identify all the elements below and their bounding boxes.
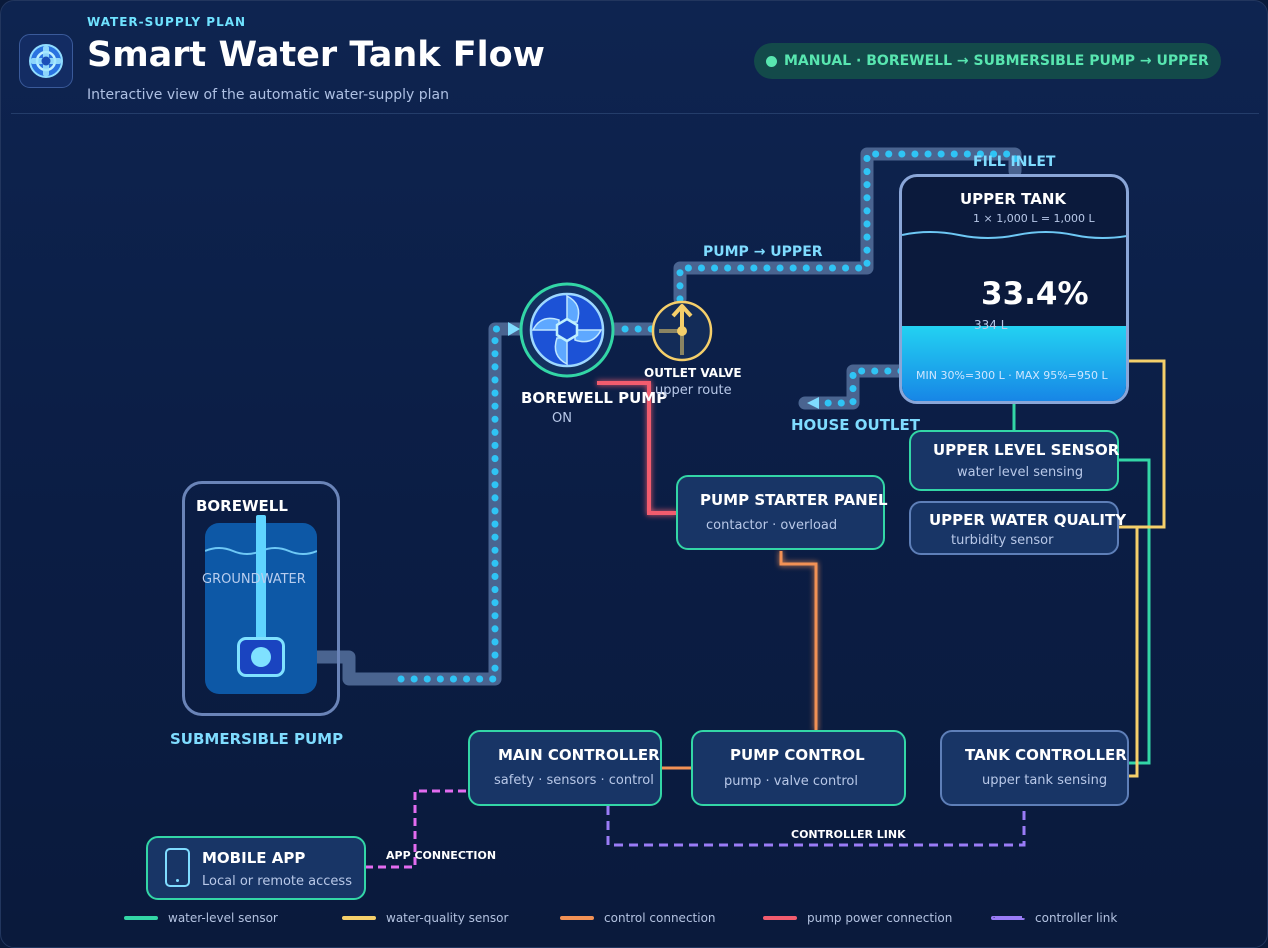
borewell-label: BOREWELL (196, 497, 288, 515)
upper-water-quality-title: UPPER WATER QUALITY (929, 511, 1127, 529)
legend-swatch (763, 916, 797, 920)
borewell-casing[interactable] (182, 481, 340, 716)
upper-tank-percent: 33.4% (981, 276, 1089, 312)
legend-control-connection: control connection (560, 911, 716, 925)
submersible-shaft (256, 515, 266, 641)
legend-swatch (991, 916, 1025, 920)
pump-control-title: PUMP CONTROL (730, 746, 865, 764)
header-divider (11, 113, 1259, 114)
legend-pump-power-connection: pump power connection (763, 911, 952, 925)
pump-power-connection (597, 381, 677, 515)
submersible-pump-icon[interactable] (237, 637, 285, 677)
main-controller-node[interactable]: MAIN CONTROLLER safety · sensors · contr… (468, 730, 662, 806)
control-connection-starter (779, 551, 818, 731)
submersible-pump-label: SUBMERSIBLE PUMP (170, 730, 344, 748)
upper-tank-volume: 334 L (974, 318, 1008, 332)
pump-starter-panel-node[interactable]: PUMP STARTER PANEL contactor · overload (676, 475, 888, 550)
main-controller-subtitle: safety · sensors · control (494, 773, 654, 788)
upper-tank-limits: MIN 30%=300 L · MAX 95%=950 L (916, 369, 1108, 382)
status-dot-icon (766, 55, 777, 67)
legend-swatch (560, 916, 594, 920)
level-sensor-line-controller (1118, 458, 1151, 765)
valve-icon[interactable] (651, 300, 713, 362)
flow-valve-to-upper (676, 150, 1019, 303)
upper-level-sensor-subtitle: water level sensing (957, 465, 1084, 480)
page-title: Smart Water Tank Flow (87, 35, 546, 75)
upper-water-quality-subtitle: turbidity sensor (951, 533, 1054, 548)
pump-control-subtitle: pump · valve control (724, 774, 858, 789)
upper-tank-title: UPPER TANK (960, 190, 1067, 208)
outlet-valve-route: upper route (655, 383, 732, 398)
legend-controller-link: controller link (991, 911, 1117, 925)
pump-starter-panel-title: PUMP STARTER PANEL (700, 491, 888, 509)
fill-inlet-label: FILL INLET (973, 154, 1056, 170)
controller-link-label: CONTROLLER LINK (791, 828, 906, 841)
pump-starter-panel-subtitle: contactor · overload (706, 518, 838, 533)
page-subtitle: Interactive view of the automatic water-… (87, 87, 450, 103)
quality-sensor-line-tank (1118, 359, 1166, 529)
flow-house-outlet (817, 367, 905, 407)
water-logo-icon (19, 34, 73, 88)
upper-tank[interactable] (899, 174, 1129, 404)
outlet-arrow-icon (807, 397, 819, 409)
upper-level-sensor-title: UPPER LEVEL SENSOR (933, 441, 1120, 459)
upper-water-quality-node[interactable]: UPPER WATER QUALITY turbidity sensor (909, 501, 1126, 555)
pump-control-node[interactable]: PUMP CONTROL pump · valve control (691, 730, 906, 806)
mobile-app-subtitle: Local or remote access (202, 874, 352, 889)
legend-label: pump power connection (807, 911, 953, 925)
upper-tank-water-level (902, 326, 1126, 401)
pump-to-upper-label: PUMP → UPPER (703, 244, 823, 260)
tank-controller-node[interactable]: TANK CONTROLLER upper tank sensing (940, 730, 1129, 806)
phone-icon (165, 848, 190, 887)
mobile-app-node[interactable]: MOBILE APP Local or remote access (146, 836, 366, 900)
quality-sensor-line-controller (1118, 525, 1139, 778)
legend-label: water-level sensor (168, 911, 278, 925)
upper-tank-wave (902, 231, 1126, 239)
app-connection-label: APP CONNECTION (386, 849, 497, 862)
tank-controller-subtitle: upper tank sensing (982, 773, 1108, 788)
outlet-valve-label: OUTLET VALVE (644, 366, 742, 380)
mobile-app-title: MOBILE APP (202, 849, 306, 867)
tank-controller-title: TANK CONTROLLER (965, 746, 1127, 764)
house-outlet-label: HOUSE OUTLET (791, 416, 920, 434)
page-eyebrow: WATER-SUPPLY PLAN (87, 15, 247, 29)
mode-status-text: MANUAL · BOREWELL → SUBMERSIBLE PUMP → U… (784, 53, 1209, 69)
legend-water-quality-sensor: water-quality sensor (342, 911, 508, 925)
upper-level-sensor-node[interactable]: UPPER LEVEL SENSOR water level sensing (909, 430, 1119, 491)
legend-label: water-quality sensor (386, 911, 509, 925)
controller-link (606, 806, 1026, 847)
legend-swatch (342, 916, 376, 920)
pump-impeller-icon[interactable] (519, 282, 615, 378)
legend-label: controller link (1035, 911, 1118, 925)
borewell-pump-label: BOREWELL PUMP (521, 389, 668, 407)
main-controller-title: MAIN CONTROLLER (498, 746, 660, 764)
borewell-pump-status: ON (552, 411, 572, 426)
legend-label: control connection (604, 911, 716, 925)
legend-swatch (124, 916, 158, 920)
mode-status-badge[interactable]: MANUAL · BOREWELL → SUBMERSIBLE PUMP → U… (754, 43, 1221, 79)
legend-water-level-sensor: water-level sensor (124, 911, 278, 925)
groundwater-label: GROUNDWATER (202, 572, 306, 587)
upper-tank-capacity: 1 × 1,000 L = 1,000 L (973, 212, 1095, 225)
flow-arrow-icon (508, 322, 520, 336)
